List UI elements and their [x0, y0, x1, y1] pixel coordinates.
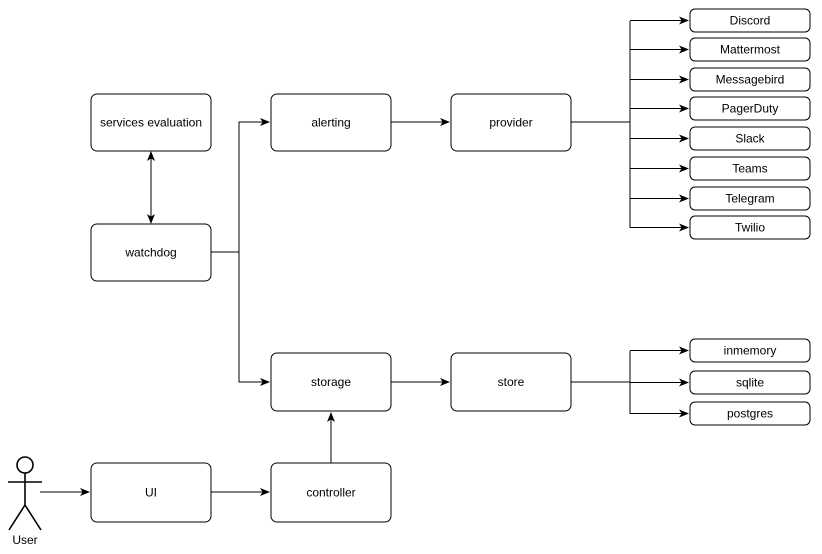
actor-right-leg-icon	[24, 504, 42, 531]
node-box	[689, 401, 811, 426]
edge-layer	[40, 16, 689, 496]
node-watchdog[interactable]: watchdog	[90, 223, 212, 282]
node-telegram[interactable]: Telegram	[689, 186, 811, 211]
node-box	[90, 93, 212, 152]
node-box	[689, 338, 811, 363]
node-box	[689, 67, 811, 92]
actor-head-icon	[16, 456, 34, 474]
store-target-layer: inmemory sqlite postgres	[689, 338, 811, 426]
node-services-evaluation[interactable]: services evaluation	[90, 93, 212, 152]
actor-label: User	[12, 533, 37, 547]
node-box	[689, 215, 811, 240]
node-box	[270, 352, 392, 412]
node-teams[interactable]: Teams	[689, 156, 811, 181]
node-box	[689, 37, 811, 62]
node-sqlite[interactable]: sqlite	[689, 370, 811, 395]
node-box	[270, 93, 392, 152]
edge-store-branches	[630, 346, 689, 418]
edge-watchdog-to-storage	[238, 252, 270, 386]
node-box	[450, 93, 572, 152]
node-messagebird[interactable]: Messagebird	[689, 67, 811, 92]
node-mattermost[interactable]: Mattermost	[689, 37, 811, 62]
node-inmemory[interactable]: inmemory	[689, 338, 811, 363]
node-storage[interactable]: storage	[270, 352, 392, 412]
node-box	[689, 126, 811, 151]
node-box	[90, 462, 212, 523]
node-box	[90, 223, 212, 282]
node-box	[689, 156, 811, 181]
node-box	[270, 462, 392, 523]
node-box	[689, 8, 811, 33]
node-discord[interactable]: Discord	[689, 8, 811, 33]
node-slack[interactable]: Slack	[689, 126, 811, 151]
edge-provider-branches	[630, 16, 689, 232]
edge-watchdog-to-alerting	[238, 118, 270, 252]
node-postgres[interactable]: postgres	[689, 401, 811, 426]
node-pagerduty[interactable]: PagerDuty	[689, 96, 811, 121]
node-controller[interactable]: controller	[270, 462, 392, 523]
provider-target-layer: DiscordMattermostMessagebirdPagerDutySla…	[689, 8, 811, 240]
node-box	[689, 96, 811, 121]
node-twilio[interactable]: Twilio	[689, 215, 811, 240]
node-provider[interactable]: provider	[450, 93, 572, 152]
actor-left-leg-icon	[8, 504, 26, 531]
node-alerting[interactable]: alerting	[270, 93, 392, 152]
node-box	[450, 352, 572, 412]
node-box	[689, 186, 811, 211]
node-ui[interactable]: UI	[90, 462, 212, 523]
node-box	[689, 370, 811, 395]
user-actor[interactable]: User	[8, 456, 42, 547]
node-store[interactable]: store	[450, 352, 572, 412]
